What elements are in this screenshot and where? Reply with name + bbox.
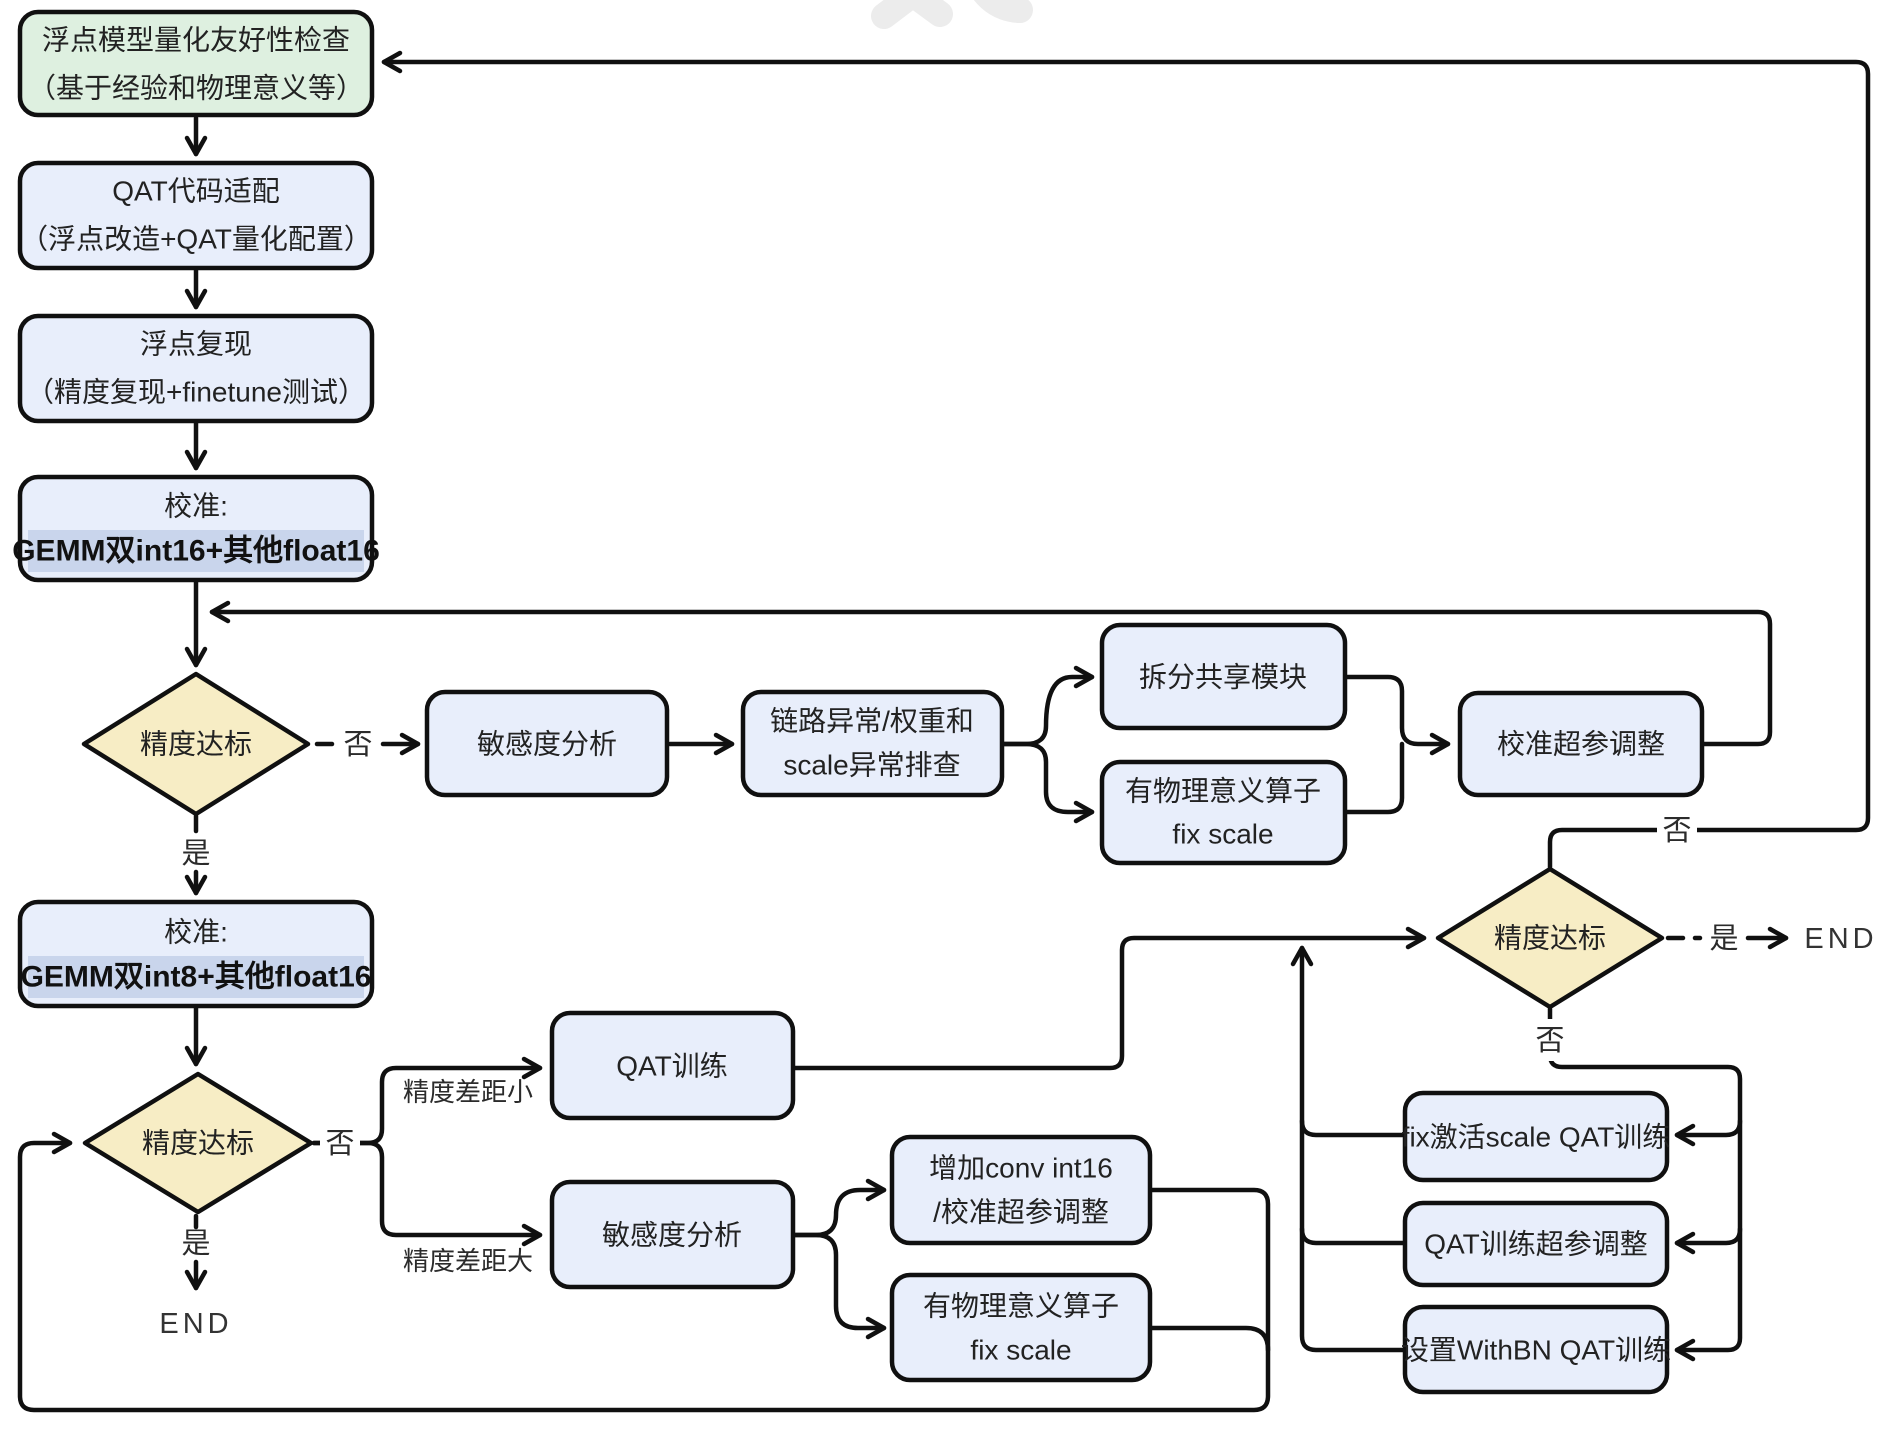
node-sens2-label: 敏感度分析 [602, 1220, 742, 1251]
edge-rail-fixact [1674, 1118, 1743, 1147]
edge-decision3-no-sens2 [311, 1140, 543, 1247]
node-split-share-label: 拆分共享模块 [1139, 662, 1307, 693]
node-calib-int16: 校准: GEMM双int16+其他float16 [12, 474, 380, 583]
label-decision3-no: 否 [325, 1128, 354, 1160]
node-layer: 浮点模型量化友好性检查 （基于经验和物理意义等） QAT代码适配 （浮点改造+Q… [12, 9, 1705, 1395]
node-calib-int16-line2: GEMM双int16+其他float16 [12, 535, 380, 568]
label-decision3-yes: 是 [181, 1228, 210, 1260]
node-decision1: 精度达标 [81, 671, 311, 817]
node-decision1-label: 精度达标 [140, 729, 252, 760]
node-phys-fix-top: 有物理意义算子 fix scale [1099, 759, 1348, 866]
label-gap-small: 精度差距小 [403, 1077, 533, 1107]
label-decision2-no-bottom: 否 [1535, 1025, 1564, 1057]
watermark [871, 0, 1033, 29]
edge-sens2-convint16 [792, 1178, 887, 1238]
node-calib-int8-line1: 校准: [164, 917, 228, 948]
edge-rail-qathyper [1674, 1226, 1743, 1255]
node-sens1: 敏感度分析 [424, 689, 670, 798]
node-qat-hyper: QAT训练超参调整 [1402, 1200, 1670, 1288]
label-gap-big: 精度差距大 [403, 1246, 533, 1276]
edge-sens2-physfixbottom [792, 1232, 887, 1340]
node-with-bn: 设置WithBN QAT训练 [1401, 1304, 1671, 1395]
node-link-check-line1: 链路异常/权重和 [770, 706, 974, 737]
edge-splitshare-calibhyper [1344, 674, 1451, 756]
label-end-bottom-left: END [159, 1308, 232, 1340]
node-float-check: 浮点模型量化友好性检查 （基于经验和物理意义等） [17, 9, 375, 118]
node-sens2: 敏感度分析 [549, 1179, 796, 1290]
node-float-repro-line2: （精度复现+finetune测试） [26, 377, 366, 408]
node-conv-int16-line2: /校准超参调整 [933, 1197, 1109, 1228]
node-qat-hyper-label: QAT训练超参调整 [1424, 1229, 1647, 1260]
node-phys-fix-bottom-line1: 有物理意义算子 [923, 1291, 1119, 1322]
edge-leftrail-up [1290, 945, 1406, 1353]
node-with-bn-label: 设置WithBN QAT训练 [1401, 1335, 1671, 1366]
node-phys-fix-bottom-line2: fix scale [970, 1335, 1071, 1366]
edge-convint16-loop-decision3 [17, 1131, 1271, 1413]
node-calib-int8: 校准: GEMM双int8+其他float16 [17, 899, 375, 1009]
edge-decision2-no-rail [1547, 1006, 1743, 1362]
node-float-check-line1: 浮点模型量化友好性检查 [42, 25, 350, 56]
label-decision1-yes: 是 [181, 838, 210, 870]
edge-fixact-leftrail [1299, 1118, 1406, 1138]
label-decision1-no: 否 [343, 729, 372, 761]
node-phys-fix-bottom: 有物理意义算子 fix scale [889, 1272, 1153, 1383]
node-link-check: 链路异常/权重和 scale异常排查 [740, 689, 1005, 798]
node-qat-adapt-line2: （浮点改造+QAT量化配置） [20, 224, 372, 255]
node-fix-act-scale-label: fix激活scale QAT训练 [1402, 1122, 1671, 1153]
node-qat-adapt: QAT代码适配 （浮点改造+QAT量化配置） [17, 160, 375, 271]
edge-layer [17, 50, 1871, 1413]
node-phys-fix-top-line1: 有物理意义算子 [1125, 776, 1321, 807]
edge-decision2-no-restart [381, 50, 1871, 870]
node-conv-int16-line1: 增加conv int16 [929, 1153, 1113, 1184]
node-float-repro: 浮点复现 （精度复现+finetune测试） [17, 313, 375, 424]
edge-physfixbottom-join [1149, 1325, 1271, 1353]
node-split-share: 拆分共享模块 [1099, 622, 1348, 731]
node-conv-int16: 增加conv int16 /校准超参调整 [889, 1134, 1153, 1246]
edge-physfixtop-calibhyper [1344, 741, 1405, 815]
node-calib-hyper: 校准超参调整 [1457, 690, 1705, 798]
node-calib-hyper-label: 校准超参调整 [1497, 729, 1665, 760]
node-calib-int16-line1: 校准: [164, 491, 228, 522]
node-decision2: 精度达标 [1435, 866, 1665, 1010]
label-decision2-yes: 是 [1709, 923, 1738, 955]
node-fix-act-scale: fix激活scale QAT训练 [1402, 1090, 1671, 1183]
edge-linkcheck-splitshare [1001, 665, 1095, 747]
edge-calibhyper-loop [209, 600, 1773, 747]
node-qat-train: QAT训练 [549, 1010, 796, 1121]
edge-qathyper-leftrail [1299, 1226, 1406, 1246]
node-float-check-line2: （基于经验和物理意义等） [28, 73, 364, 104]
edge-label-layer: 否 是 否 是 END 精度差距小 精度差距大 否 是 END 否 [159, 729, 1877, 1340]
label-end-right: END [1804, 923, 1877, 955]
node-phys-fix-top-line2: fix scale [1172, 819, 1273, 850]
label-decision2-no-top: 否 [1662, 815, 1691, 847]
node-decision3-label: 精度达标 [142, 1128, 254, 1159]
label-backgrounds [320, 809, 1744, 1164]
node-float-repro-line1: 浮点复现 [140, 329, 252, 360]
node-qat-adapt-line1: QAT代码适配 [112, 176, 279, 207]
node-qat-train-label: QAT训练 [616, 1051, 727, 1082]
edge-linkcheck-physfixtop [1001, 741, 1095, 824]
node-sens1-label: 敏感度分析 [477, 729, 617, 760]
node-calib-int8-line2: GEMM双int8+其他float16 [21, 961, 372, 994]
node-decision3: 精度达标 [82, 1071, 314, 1215]
node-link-check-line2: scale异常排查 [783, 750, 960, 781]
node-decision2-label: 精度达标 [1494, 923, 1606, 954]
edge-qattrain-decision2 [792, 926, 1427, 1071]
